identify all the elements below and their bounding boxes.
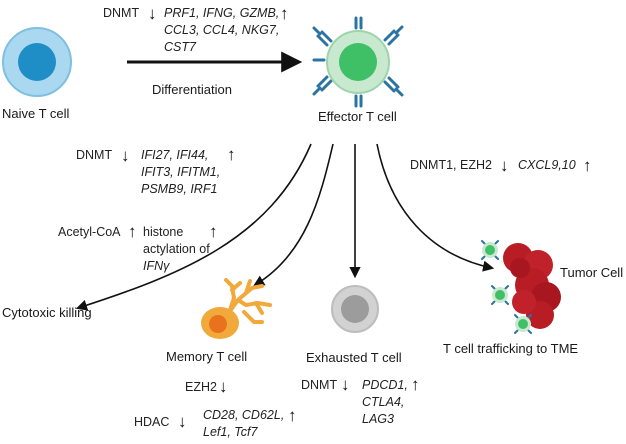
cyto-regulator: DNMT <box>76 148 113 162</box>
acetyl-line1: histone <box>143 225 184 239</box>
exhausted-up-arrow: ↑ <box>411 375 420 394</box>
traffic-up-arrow: ↑ <box>583 156 592 175</box>
trafficking-label: T cell trafficking to TME <box>443 341 579 356</box>
naive-t-cell-graphic <box>2 27 72 97</box>
cyto-genes-line3: PSMB9, IRF1 <box>141 182 218 196</box>
acetyl-regulator: Acetyl-CoA <box>58 225 121 239</box>
memory-genes-line1: CD28, CD62L, <box>203 408 285 422</box>
memory-regulator-1: EZH2 <box>185 380 217 394</box>
traffic-regulator: DNMT1, EZH2 <box>410 158 492 172</box>
top-genes-line3: CST7 <box>164 40 196 54</box>
naive-t-cell-label: Naive T cell <box>2 106 70 121</box>
acetyl-up-arrow-2: ↑ <box>209 222 218 241</box>
memory-up-arrow: ↑ <box>288 406 297 425</box>
cyto-genes-line2: IFIT3, IFITM1, <box>141 165 221 179</box>
acetyl-line2: actylation of <box>143 242 210 256</box>
top-regulator: DNMT <box>103 6 140 20</box>
tumor-cell-label: Tumor Cell <box>560 265 624 280</box>
cyto-up-arrow: ↑ <box>227 145 236 164</box>
traffic-genes: CXCL9,10 <box>518 158 576 172</box>
top-genes-line1: PRF1, IFNG, GZMB, <box>164 6 280 20</box>
memory-genes-line2: Lef1, Tcf7 <box>203 425 258 439</box>
exhausted-regulator: DNMT <box>301 378 338 392</box>
exhausted-down-arrow: ↓ <box>341 375 350 394</box>
cytotoxic-killing-label: Cytotoxic killing <box>2 305 92 320</box>
arrow-to-tumor <box>376 143 495 272</box>
memory-down-arrow-2: ↓ <box>178 412 187 431</box>
acetyl-line3: IFNγ <box>143 259 170 273</box>
exhausted-genes-line1: PDCD1, <box>362 378 408 392</box>
arrow-to-cytotoxic <box>75 143 312 311</box>
effector-t-cell-graphic <box>312 16 404 108</box>
cyto-down-arrow: ↓ <box>121 146 130 165</box>
exhausted-genes-line2: CTLA4, <box>362 395 405 409</box>
memory-t-cell-label: Memory T cell <box>166 349 248 364</box>
arrow-to-memory <box>253 143 334 287</box>
exhausted-t-cell-label: Exhausted T cell <box>306 350 402 365</box>
acetyl-up-arrow: ↑ <box>128 222 137 241</box>
top-genes-line2: CCL3, CCL4, NKG7, <box>164 23 280 37</box>
memory-t-cell-graphic <box>201 278 272 339</box>
tumor-cell-graphic <box>503 243 561 329</box>
cyto-genes-line1: IFI27, IFI44, <box>141 148 209 162</box>
top-up-arrow: ↑ <box>280 4 289 23</box>
memory-down-arrow-1: ↓ <box>219 377 228 396</box>
exhausted-genes-line3: LAG3 <box>362 412 394 426</box>
top-down-arrow: ↓ <box>148 4 157 23</box>
exhausted-t-cell-graphic <box>331 285 379 333</box>
memory-regulator-2: HDAC <box>134 415 170 429</box>
differentiation-label: Differentiation <box>152 82 232 97</box>
traffic-down-arrow: ↓ <box>500 156 509 175</box>
effector-t-cell-label: Effector T cell <box>318 109 397 124</box>
